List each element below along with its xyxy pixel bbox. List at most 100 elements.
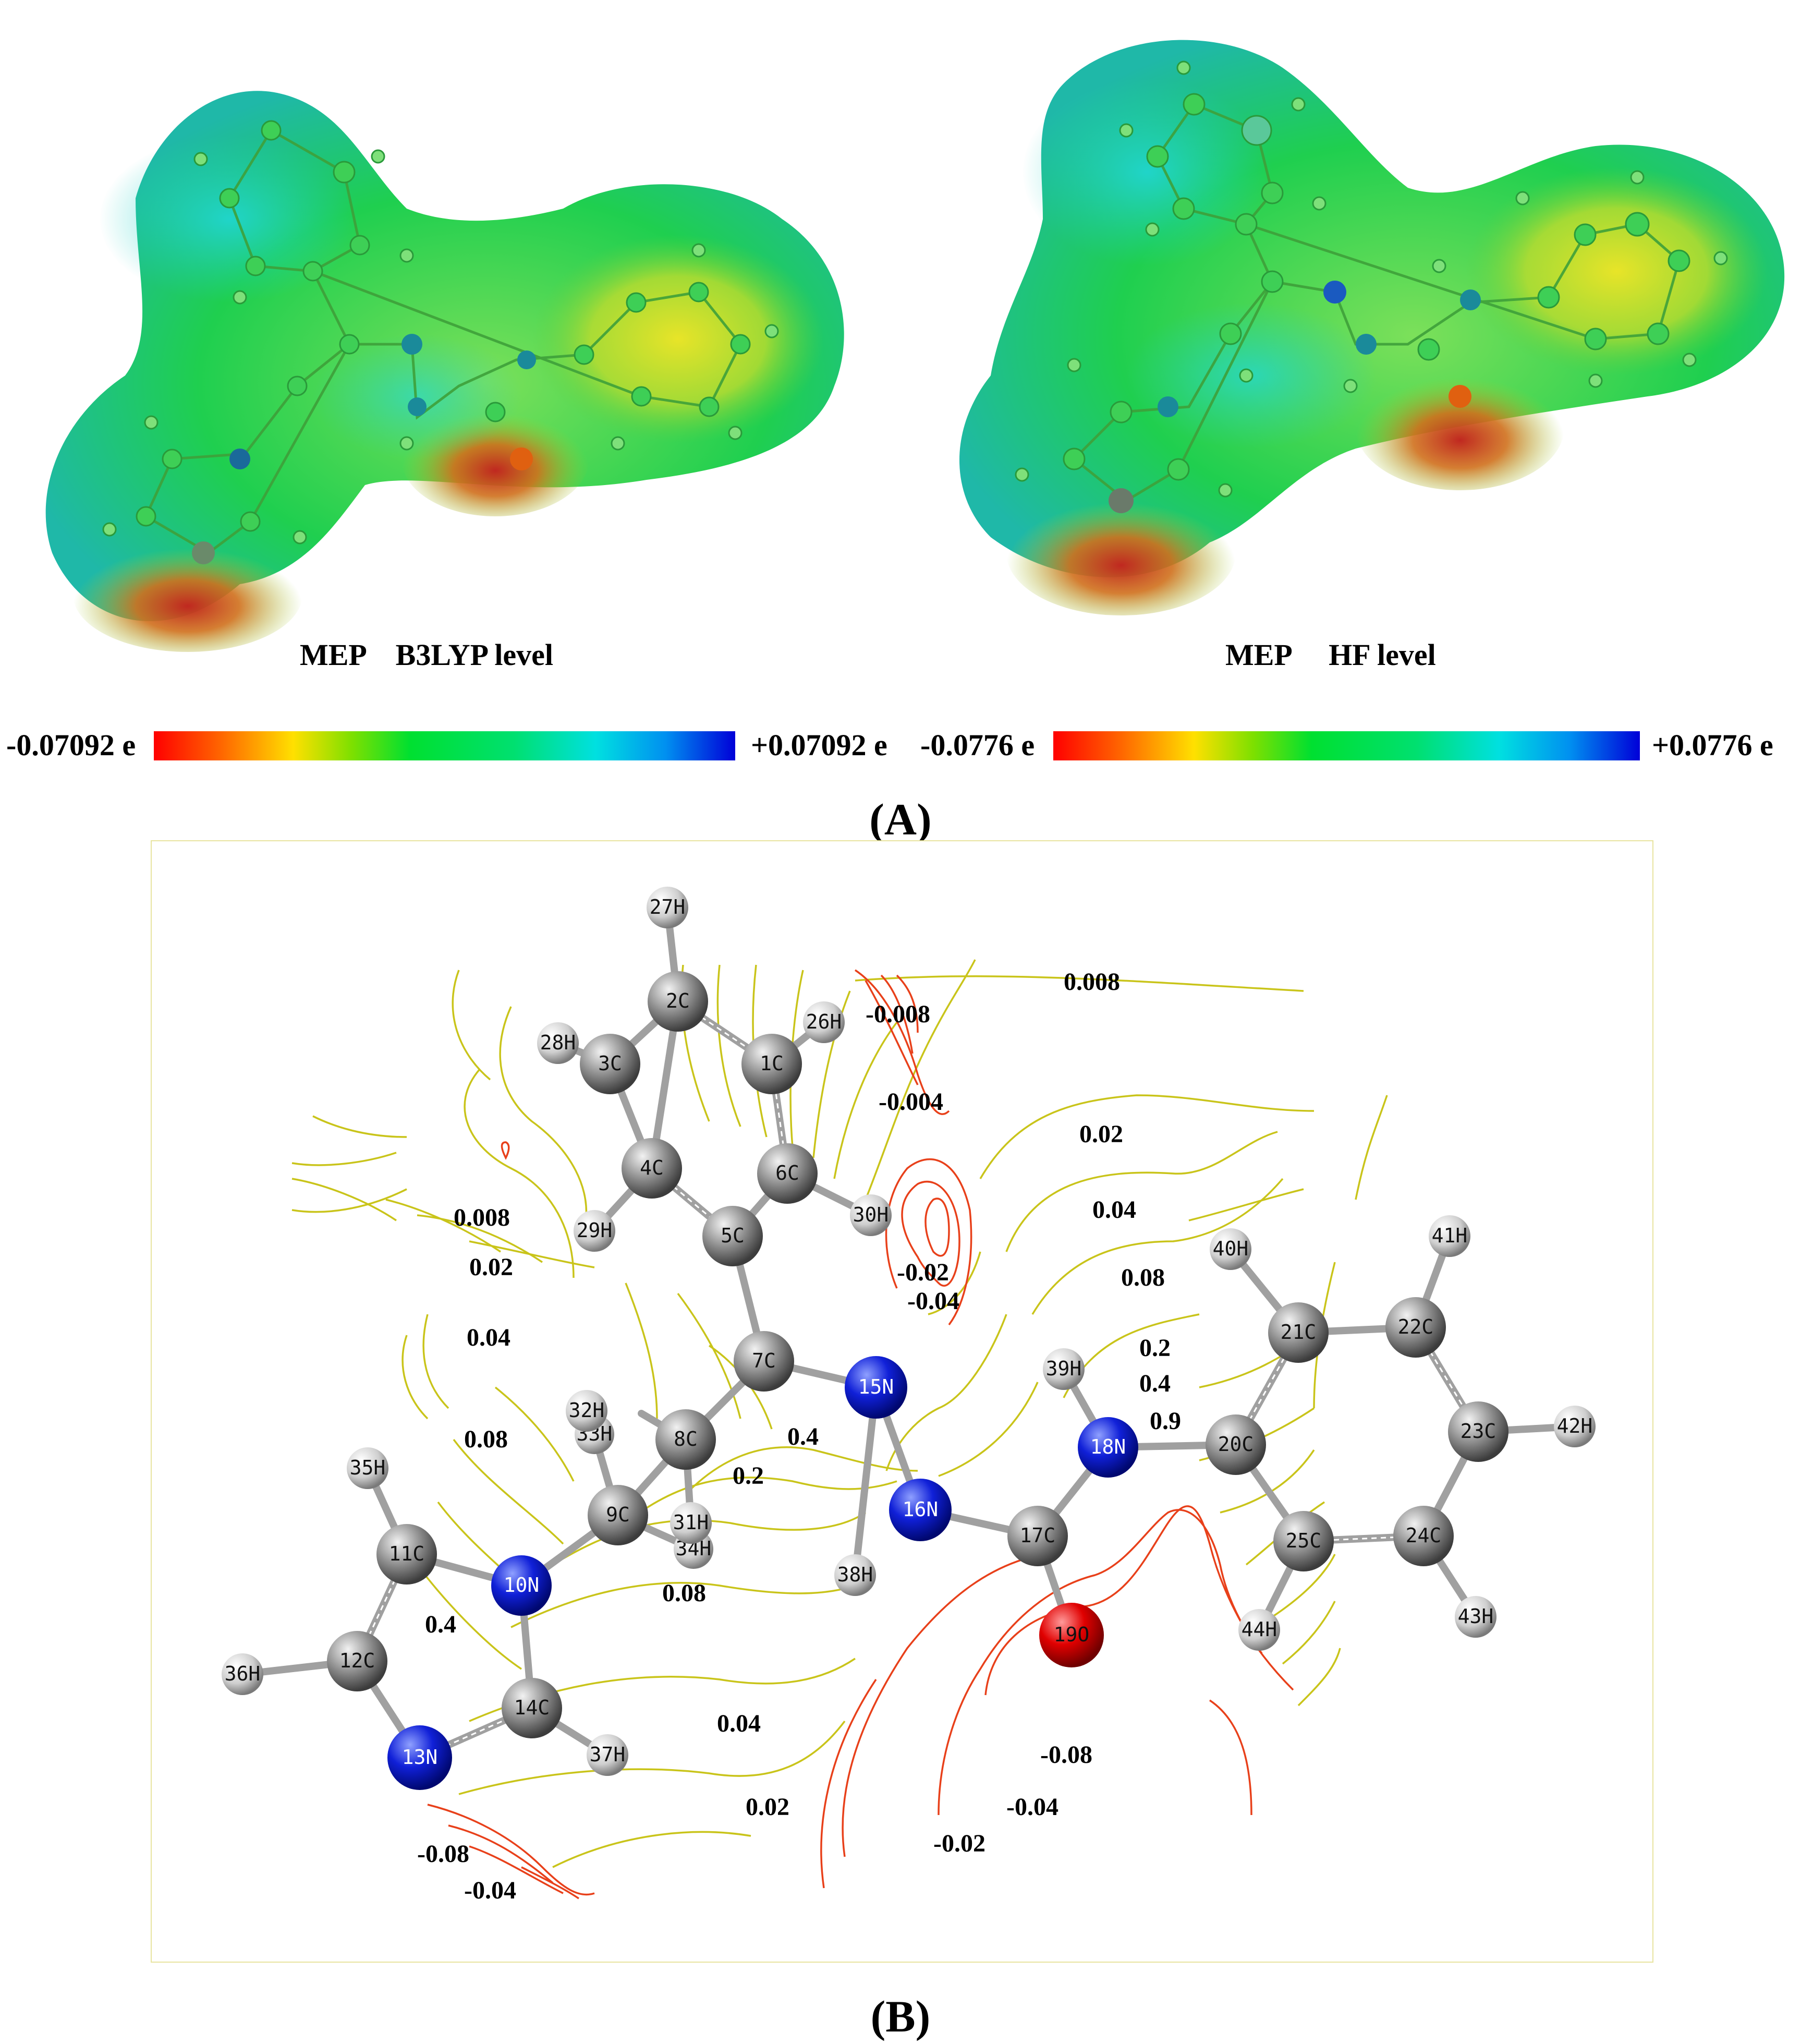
atom-1c: 1C — [741, 1034, 802, 1094]
svg-text:22C: 22C — [1398, 1315, 1434, 1338]
svg-text:30H: 30H — [853, 1203, 889, 1226]
atom-15n: 15N — [845, 1356, 907, 1419]
contour-label: 0.08 — [1121, 1264, 1165, 1291]
n18-sphere — [517, 350, 536, 369]
negative-region-n13 — [73, 537, 302, 652]
svg-text:42H: 42H — [1557, 1414, 1593, 1437]
svg-text:26H: 26H — [806, 1010, 842, 1033]
n10-sphere — [1158, 396, 1178, 417]
contour-label: 0.9 — [1150, 1407, 1181, 1435]
svg-text:13N: 13N — [402, 1746, 438, 1769]
svg-text:37H: 37H — [590, 1743, 626, 1766]
svg-text:11C: 11C — [389, 1542, 425, 1565]
o19-sphere — [510, 447, 533, 470]
panel-a-label: (A) — [869, 794, 931, 844]
contour-label: 0.02 — [469, 1253, 513, 1281]
negative-region-n13 — [1006, 490, 1236, 615]
n16-sphere — [1356, 334, 1377, 355]
svg-text:32H: 32H — [569, 1399, 605, 1422]
svg-text:1C: 1C — [760, 1052, 784, 1075]
contour-label: 0.02 — [746, 1793, 789, 1821]
mep-map-b3lyp — [45, 91, 844, 652]
positive-region — [532, 235, 824, 443]
contour-label: 0.2 — [1139, 1334, 1171, 1362]
scale-min-hf: -0.0776 e — [920, 728, 1035, 762]
atom-41h: 41H — [1429, 1215, 1470, 1257]
svg-text:36H: 36H — [225, 1662, 261, 1685]
o19-sphere — [1449, 385, 1471, 408]
contour-label: -0.04 — [1006, 1793, 1058, 1821]
svg-text:19O: 19O — [1054, 1623, 1090, 1646]
atom-3c: 3C — [580, 1034, 640, 1094]
svg-text:9C: 9C — [606, 1503, 630, 1526]
atom-14c: 14C — [502, 1678, 562, 1738]
contour-label: 0.008 — [454, 1204, 510, 1231]
n15-sphere — [1323, 281, 1346, 304]
svg-text:7C: 7C — [752, 1349, 776, 1372]
atom-16n: 16N — [889, 1479, 952, 1541]
contour-label: 0.08 — [662, 1579, 706, 1607]
scale-min-b3lyp: -0.07092 e — [6, 728, 136, 762]
scale-max-b3lyp: +0.07092 e — [751, 728, 887, 762]
atom-21c: 21C — [1268, 1302, 1329, 1363]
contour-label: -0.08 — [417, 1840, 469, 1868]
atom-6c: 6C — [757, 1143, 818, 1204]
svg-text:3C: 3C — [598, 1052, 622, 1075]
svg-text:29H: 29H — [577, 1219, 613, 1242]
atom-32h: 32H — [566, 1390, 607, 1432]
atom-26h: 26H — [803, 1001, 845, 1043]
svg-text:40H: 40H — [1213, 1237, 1249, 1260]
atom-39h: 39H — [1043, 1348, 1085, 1390]
svg-text:17C: 17C — [1020, 1524, 1056, 1547]
contour-label: -0.02 — [897, 1259, 949, 1286]
color-scale-b3lyp — [154, 731, 735, 760]
cyan-region — [1022, 78, 1272, 266]
contour-label: 0.08 — [464, 1425, 508, 1453]
svg-text:2C: 2C — [666, 989, 690, 1012]
atom-42h: 42H — [1554, 1406, 1596, 1447]
atom-11c: 11C — [376, 1524, 437, 1585]
atom-17c: 17C — [1007, 1506, 1068, 1566]
svg-text:35H: 35H — [350, 1456, 386, 1479]
n16-sphere — [408, 397, 427, 416]
negative-region-o19 — [1356, 365, 1564, 490]
positive-contours — [291, 959, 1388, 1868]
contour-label: 0.04 — [717, 1710, 761, 1737]
svg-text:12C: 12C — [339, 1649, 375, 1672]
svg-text:43H: 43H — [1458, 1605, 1494, 1628]
atom-44h: 44H — [1238, 1609, 1280, 1651]
atom-40h: 40H — [1210, 1228, 1251, 1270]
atom-spheres — [102, 120, 779, 545]
svg-text:39H: 39H — [1046, 1357, 1082, 1380]
contour-label: -0.04 — [907, 1287, 959, 1315]
atom-24c: 24C — [1393, 1506, 1454, 1566]
atom-27h: 27H — [647, 887, 688, 928]
atom-43h: 43H — [1455, 1596, 1496, 1638]
n13-sphere — [192, 541, 215, 564]
atom-8c: 8C — [655, 1409, 716, 1470]
svg-text:41H: 41H — [1432, 1224, 1468, 1247]
atom-9c: 9C — [588, 1485, 648, 1545]
atom-36h: 36H — [222, 1653, 263, 1695]
svg-text:15N: 15N — [858, 1375, 894, 1398]
contour-label: 0.008 — [1064, 968, 1120, 996]
atom-28h: 28H — [537, 1022, 579, 1064]
map-caption-hf: MEP HF level — [1225, 638, 1436, 672]
contour-label: -0.08 — [1040, 1741, 1092, 1769]
contour-labels: 0.008 -0.008 -0.004 0.02 0.008 0.04 0.02… — [417, 968, 1181, 1904]
atom-23c: 23C — [1448, 1401, 1508, 1462]
svg-text:6C: 6C — [775, 1162, 799, 1184]
n18-sphere — [1460, 289, 1481, 310]
atom-2c: 2C — [648, 971, 708, 1032]
atom-18n: 18N — [1078, 1417, 1138, 1478]
contour-label: 0.04 — [467, 1324, 510, 1351]
color-scale-hf — [1053, 731, 1640, 760]
atom-19o: 19O — [1039, 1603, 1104, 1667]
atom-20c: 20C — [1206, 1414, 1266, 1475]
atom-37h: 37H — [587, 1734, 628, 1776]
svg-text:27H: 27H — [650, 896, 686, 918]
n15-sphere — [401, 334, 422, 355]
svg-text:10N: 10N — [504, 1574, 540, 1597]
svg-text:5C: 5C — [721, 1224, 745, 1247]
